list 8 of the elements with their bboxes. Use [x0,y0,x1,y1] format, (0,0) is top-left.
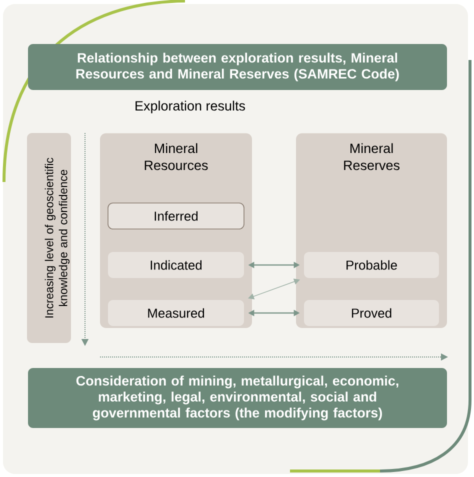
banner-box: Consideration of mining, metallurgical, economic, marketing, legal, environmental, social and governmental factors (the modifying factors) [28,368,447,428]
axis-label-box: Increasing level of geoscientific knowledge and confidence [27,133,71,343]
category-box: Probable [304,252,439,278]
banner-box: Relationship between exploration results, Mineral Resources and Mineral Reserves (SAMREC Code) [28,44,447,90]
category-box: Measured [108,300,244,326]
category-box: Inferred [108,202,244,230]
category-box: Indicated [108,252,244,278]
category-box: Proved [304,300,439,326]
